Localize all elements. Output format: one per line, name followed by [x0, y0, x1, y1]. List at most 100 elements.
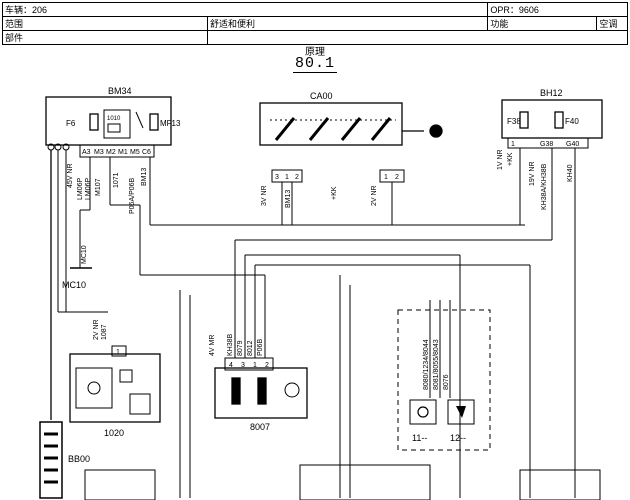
ca00-pin-1: 1 — [285, 174, 289, 181]
pin-a3: A3 — [82, 149, 91, 156]
label-8076: 8076 — [443, 374, 450, 390]
ca00-label: CA00 — [310, 91, 333, 101]
label-lm06p-1: LM06P — [77, 177, 84, 200]
label-kh38: KH38A/KH38B — [541, 163, 548, 210]
label-8080: 8080/1234/8044 — [423, 339, 430, 390]
c12-box — [447, 399, 475, 425]
pin-m1: M1 — [118, 149, 128, 156]
c8007-pin-2: 2 — [265, 362, 269, 369]
label-19vnr: 19V NR — [529, 161, 536, 186]
label-45vnr: 45V NR — [67, 163, 74, 188]
label-8012: 8012 — [247, 340, 254, 356]
pin-m2: M2 — [106, 149, 116, 156]
label-bm13b: BM13 — [285, 190, 292, 208]
c1020-rectifier — [75, 367, 113, 409]
label-kk2: +KK — [507, 152, 514, 166]
f38-fuse — [519, 111, 529, 129]
ca00-contact-4 — [370, 117, 392, 141]
ca00-left-connector — [271, 169, 303, 183]
c11-label: 11-- — [412, 433, 427, 443]
c12-label: 12-- — [450, 433, 466, 443]
f38-label: F38 — [507, 117, 521, 126]
c1020-motor-icon — [87, 381, 101, 395]
c12-sensor-icon — [456, 406, 466, 418]
label-p06b: P06B — [257, 339, 264, 356]
c1020-sensor — [119, 369, 133, 383]
bottom-box-mid — [299, 464, 431, 500]
pin-c6: C6 — [142, 149, 151, 156]
relay-1010-box — [103, 109, 131, 139]
label-4vmr: 4V MR — [209, 335, 216, 356]
bottom-box-left — [84, 469, 156, 500]
ca00-pin-3: 3 — [275, 174, 279, 181]
label-2vnr: 2V NR — [371, 185, 378, 206]
bh12-pin-1: 1 — [511, 141, 515, 148]
ca00-right-pin-2: 2 — [395, 174, 399, 181]
relay-coil — [107, 123, 121, 133]
mf13-fuse — [149, 113, 159, 131]
label-m107: M107 — [95, 178, 102, 196]
diagram-caption: 原理 — [305, 47, 325, 58]
bm34-label: BM34 — [108, 86, 132, 96]
label-kh38b: KH38B — [227, 333, 234, 356]
f40-label: F40 — [565, 117, 579, 126]
pin-m5: M5 — [130, 149, 140, 156]
bottom-box-right — [519, 469, 601, 500]
diagram-number: 80.1 — [292, 55, 337, 73]
label-1071: 1071 — [113, 172, 120, 188]
ca00-right-pin-1: 1 — [384, 174, 388, 181]
label-kk: +KK — [331, 186, 338, 200]
c11-coil-icon — [417, 406, 429, 418]
relay-1010-label: 1010 — [107, 116, 121, 122]
label-8079: 8079 — [237, 340, 244, 356]
label-lm06p-2: LM06P — [85, 177, 92, 200]
label-mc10-wire: MC10 — [81, 245, 88, 264]
c1020-coil — [129, 393, 151, 415]
f6-fuse — [89, 113, 99, 131]
relay-switch — [135, 111, 144, 129]
pin-m3: M3 — [94, 149, 104, 156]
c1020-box — [69, 353, 161, 423]
label-kh40: KH40 — [567, 164, 574, 182]
key-icon — [429, 124, 443, 138]
mf13-label: MF13 — [160, 119, 181, 128]
c8007-label: 8007 — [250, 422, 270, 432]
c1020-connector — [111, 345, 127, 357]
ca00-contact-2 — [308, 117, 330, 141]
c8007-pin-3: 3 — [241, 362, 245, 369]
bh12-pin-g38: G38 — [540, 141, 553, 148]
label-3vnr: 3V NR — [261, 185, 268, 206]
mc10-label: MC10 — [62, 280, 86, 290]
bh12-pin-g40: G40 — [566, 141, 579, 148]
label-1vnr: 1V NR — [497, 149, 504, 170]
c1020-pin-1: 1 — [116, 349, 120, 356]
bb00-battery — [39, 421, 63, 499]
c8007-relay-1 — [231, 377, 241, 405]
f6-label: F6 — [66, 119, 76, 128]
ca00-box — [259, 102, 403, 146]
ca00-contact-3 — [340, 117, 362, 141]
bh12-label: BH12 — [540, 88, 563, 98]
label-bm13: BM13 — [141, 168, 148, 186]
ca00-contact-1 — [274, 117, 296, 141]
bh12-connector — [507, 137, 589, 149]
parts-label-cell: 部件 — [2, 30, 208, 45]
parts-value-cell — [207, 30, 628, 45]
c8007-box — [214, 367, 308, 419]
label-p06a: P06A/P06B — [129, 177, 136, 214]
c8007-connector — [224, 357, 274, 371]
c8007-pin-1: 1 — [253, 362, 257, 369]
label-8081: 8081/8055/8043 — [433, 339, 440, 390]
label-1087: 1087 — [101, 324, 108, 340]
bb00-label: BB00 — [68, 454, 90, 464]
c11-box — [409, 399, 437, 425]
header-table: 车辆：206 OPR：9606 范围 舒适和便利 功能 空调 部件 — [1, 2, 628, 45]
c8007-pin-4: 4 — [229, 362, 233, 369]
bm34-connector — [79, 144, 155, 158]
ca00-pin-2: 2 — [295, 174, 299, 181]
c1020-label: 1020 — [104, 428, 124, 438]
label-2vnr-b: 2V NR — [93, 319, 100, 340]
c8007-relay-2 — [257, 377, 267, 405]
optional-group — [397, 309, 491, 451]
